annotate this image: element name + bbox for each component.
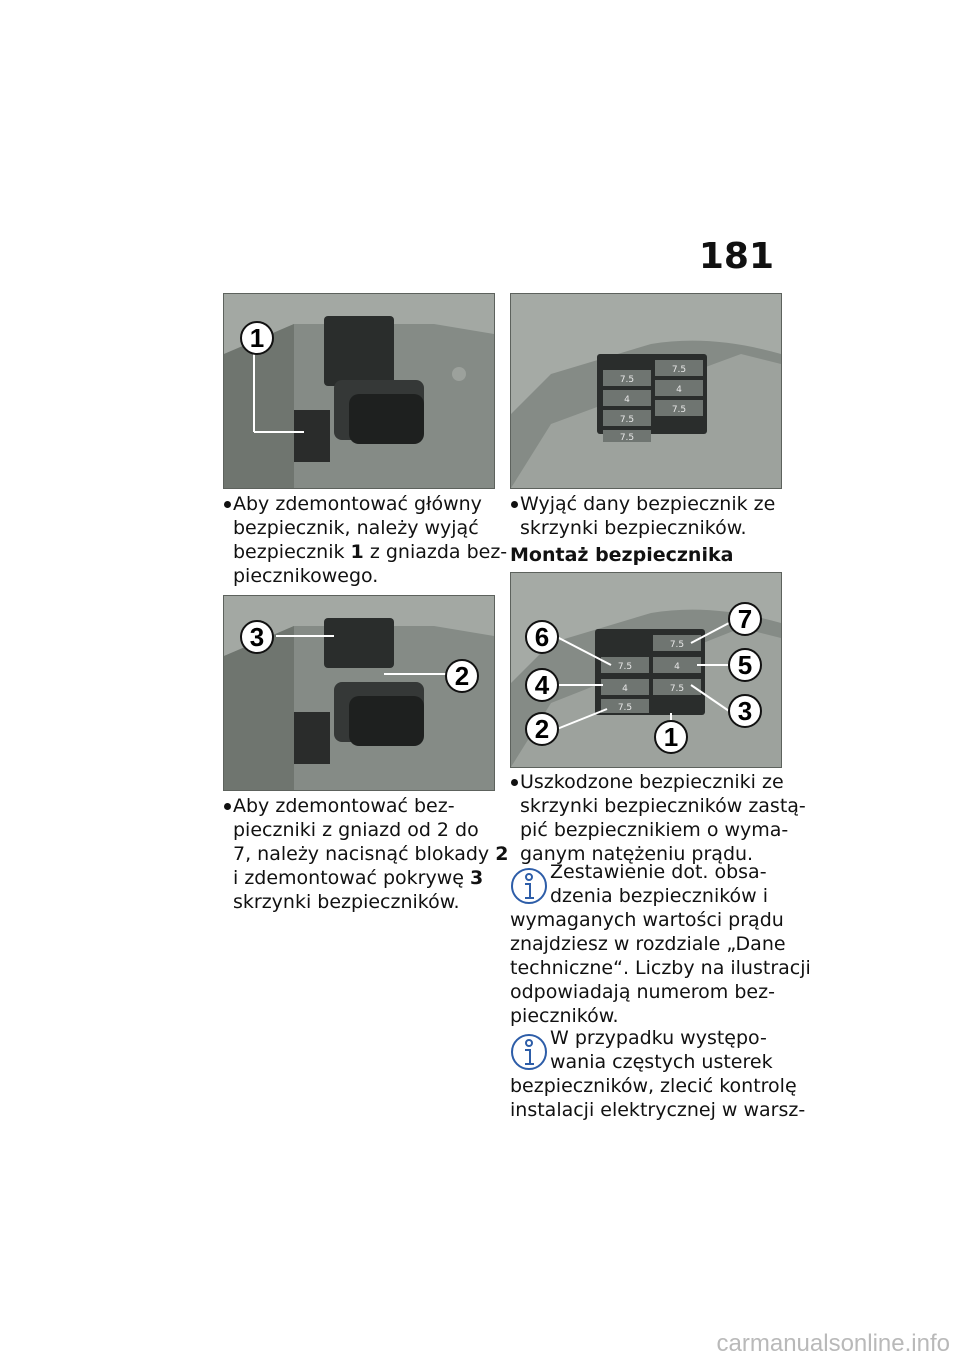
photo-fuse-box: 7.5 4 7.5 7.5 4 7.5 7.5 [510,293,782,489]
col1-step1: Aby zdemontować główny bezpiecznik, nale… [224,492,507,588]
page-number: 181 [698,236,774,277]
section-heading: Montaż bezpiecznika [510,544,734,566]
fuse-label: 4 [622,684,628,694]
info-icon [511,1034,547,1070]
bullet [511,779,518,786]
fuse-label: 7.5 [672,405,686,415]
fuse-label: 7.5 [618,662,632,672]
info-icon [511,868,547,904]
bullet [224,803,231,810]
fuse-label: 4 [674,662,680,672]
photo-main-fuse: 1 [223,293,495,489]
callout-1: 1 [250,323,264,353]
watermark: carmanualsonline.info [716,1330,950,1357]
callout-1: 1 [664,722,678,752]
callout-3: 3 [250,622,264,652]
info-note-2: W przypadku występo- wania częstych uste… [510,1027,806,1121]
photo-fuse-box-cover: 3 2 [223,595,495,791]
col1-step2: Aby zdemontować bez- pieczniki z gniazd … [224,794,508,914]
callout-3: 3 [738,696,752,726]
info-note-1: Zestawienie dot. obsa- dzenia bezpieczni… [510,861,811,1027]
fuse-label: 7.5 [670,684,684,694]
callout-7: 7 [738,604,752,634]
fuse-label: 7.5 [672,365,686,375]
col2-step2: Uszkodzone bezpieczniki ze skrzynki bezp… [511,770,806,866]
callout-4: 4 [535,670,550,700]
fuse-label: 7.5 [620,375,634,385]
photo-fuse-numbering: 7.5 7.5 4 4 7.5 7.5 6 4 2 7 5 3 1 [510,572,782,768]
fuse-label: 7.5 [620,433,634,443]
callout-5: 5 [738,650,752,680]
fuse-label: 7.5 [620,415,634,425]
col2-step1: Wyjąć dany bezpiecznik ze skrzynki bezpi… [511,492,775,540]
fuse-label: 7.5 [618,703,632,713]
fuse-label: 7.5 [670,640,684,650]
fuse-label: 4 [676,385,682,395]
bullet [224,501,231,508]
bullet [511,501,518,508]
callout-2: 2 [535,714,549,744]
fuse-label: 4 [624,395,630,405]
callout-6: 6 [535,622,549,652]
callout-2: 2 [455,661,469,691]
